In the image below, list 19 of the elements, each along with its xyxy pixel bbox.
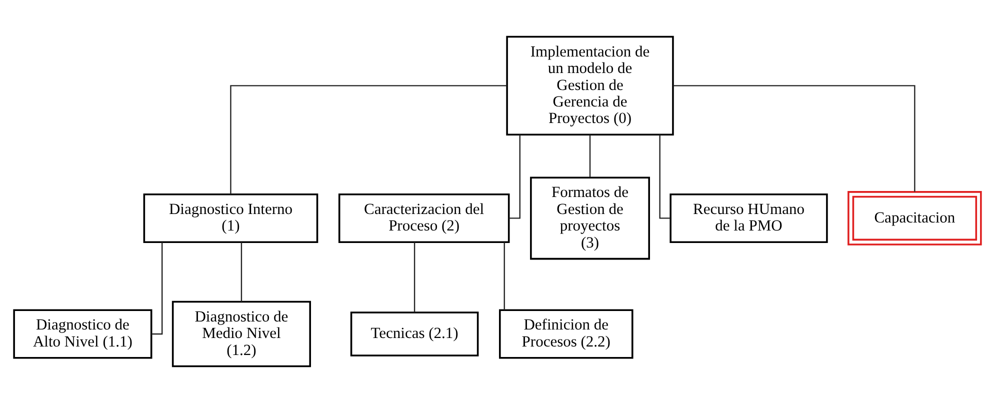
node-box: Tecnicas (2.1) [350,311,479,356]
connector [504,242,505,310]
node-box: Definicion de Procesos (2.2) [499,308,634,358]
node-box: Implementacion de un modelo de Gestion de Gerencia de Proyectos (0) [506,35,674,136]
connector [230,84,507,194]
node-box: Recurso HUmano de la PMO [670,192,828,242]
connector [508,134,520,218]
connector [589,134,591,177]
node-box: Caracterizacion del Proceso (2) [338,192,510,242]
node-box: Diagnostico de Alto Nivel (1.1) [13,308,152,358]
node-box: Formatos de Gestion de proyectos (3) [530,176,650,260]
node-box: Diagnostico de Medio Nivel (1.2) [172,300,311,367]
connector [414,242,416,312]
node-box: Capacitacion [848,190,982,245]
connector [240,242,242,302]
connector [673,84,916,192]
node-box: Diagnostico Interno (1) [143,192,318,242]
connector [659,134,670,218]
connector [151,242,163,334]
